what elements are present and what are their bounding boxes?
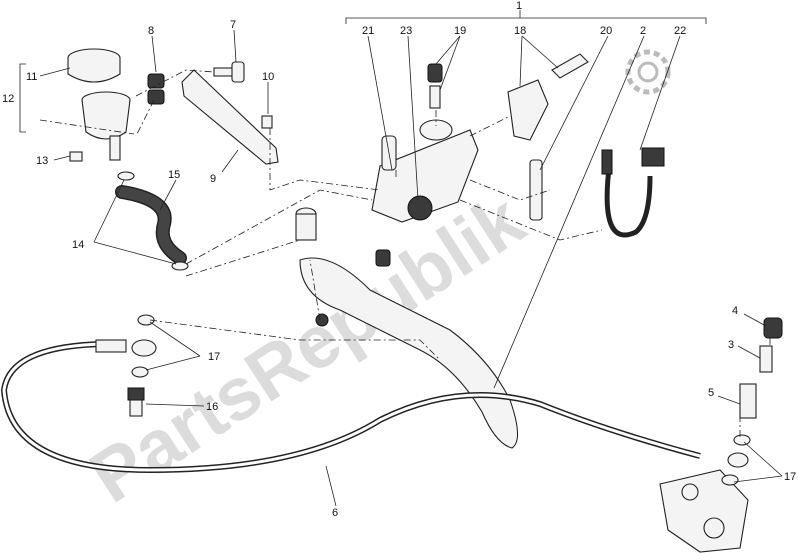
banjo-bolt-5 bbox=[739, 383, 757, 419]
nut-small bbox=[375, 249, 391, 267]
callout-labels: 1 2 3 4 5 6 7 8 9 10 11 12 13 14 15 16 1… bbox=[2, 0, 796, 519]
bleeder-3 bbox=[759, 345, 773, 373]
label-5: 5 bbox=[708, 387, 714, 399]
bracket-1 bbox=[345, 17, 707, 24]
bracket-12 bbox=[19, 63, 26, 133]
master-cylinder bbox=[371, 119, 479, 223]
label-7: 7 bbox=[230, 19, 236, 31]
label-14: 14 bbox=[72, 239, 84, 251]
pin-20 bbox=[529, 159, 543, 221]
label-16: 16 bbox=[206, 401, 218, 413]
reservoir-bracket-9 bbox=[181, 69, 279, 165]
label-23: 23 bbox=[400, 25, 412, 37]
banjo-bolt-16 bbox=[127, 387, 145, 417]
label-22: 22 bbox=[674, 25, 686, 37]
label-13: 13 bbox=[36, 155, 48, 167]
screw-18-top bbox=[551, 53, 589, 79]
hydraulic-line-6 bbox=[0, 341, 701, 474]
label-17-left: 17 bbox=[208, 351, 220, 363]
washers-17-right bbox=[721, 434, 751, 486]
label-18: 18 bbox=[514, 25, 526, 37]
label-15: 15 bbox=[168, 169, 180, 181]
bleeder-19 bbox=[427, 63, 443, 109]
clamp-18 bbox=[507, 79, 549, 141]
gear-icon bbox=[625, 49, 671, 95]
screw-13 bbox=[69, 151, 83, 162]
banjo-fitting bbox=[95, 339, 157, 357]
cap-4 bbox=[763, 317, 783, 339]
label-1: 1 bbox=[516, 0, 522, 12]
label-4: 4 bbox=[732, 305, 738, 317]
nut-10 bbox=[261, 115, 273, 129]
label-21: 21 bbox=[362, 25, 374, 37]
label-20: 20 bbox=[600, 25, 612, 37]
clutch-lever bbox=[299, 257, 519, 449]
label-9: 9 bbox=[210, 173, 216, 185]
assembly-lines bbox=[39, 69, 771, 440]
label-10: 10 bbox=[262, 71, 274, 83]
label-3: 3 bbox=[728, 339, 734, 351]
bushing bbox=[295, 207, 317, 241]
label-19: 19 bbox=[454, 25, 466, 37]
label-12: 12 bbox=[2, 93, 14, 105]
switch-22 bbox=[601, 147, 665, 238]
grommet-8 bbox=[147, 73, 165, 105]
label-6: 6 bbox=[332, 507, 338, 519]
hose-15 bbox=[115, 185, 187, 265]
reservoir-cap bbox=[67, 48, 121, 83]
label-8: 8 bbox=[148, 25, 154, 37]
label-11: 11 bbox=[26, 71, 37, 83]
slave-cylinder bbox=[659, 469, 749, 553]
bolt-7 bbox=[213, 61, 245, 83]
washers-17-left bbox=[131, 314, 155, 378]
label-2: 2 bbox=[640, 25, 646, 37]
reservoir-body bbox=[81, 91, 131, 161]
leader-lines bbox=[39, 29, 783, 507]
label-17-right: 17 bbox=[784, 471, 796, 483]
